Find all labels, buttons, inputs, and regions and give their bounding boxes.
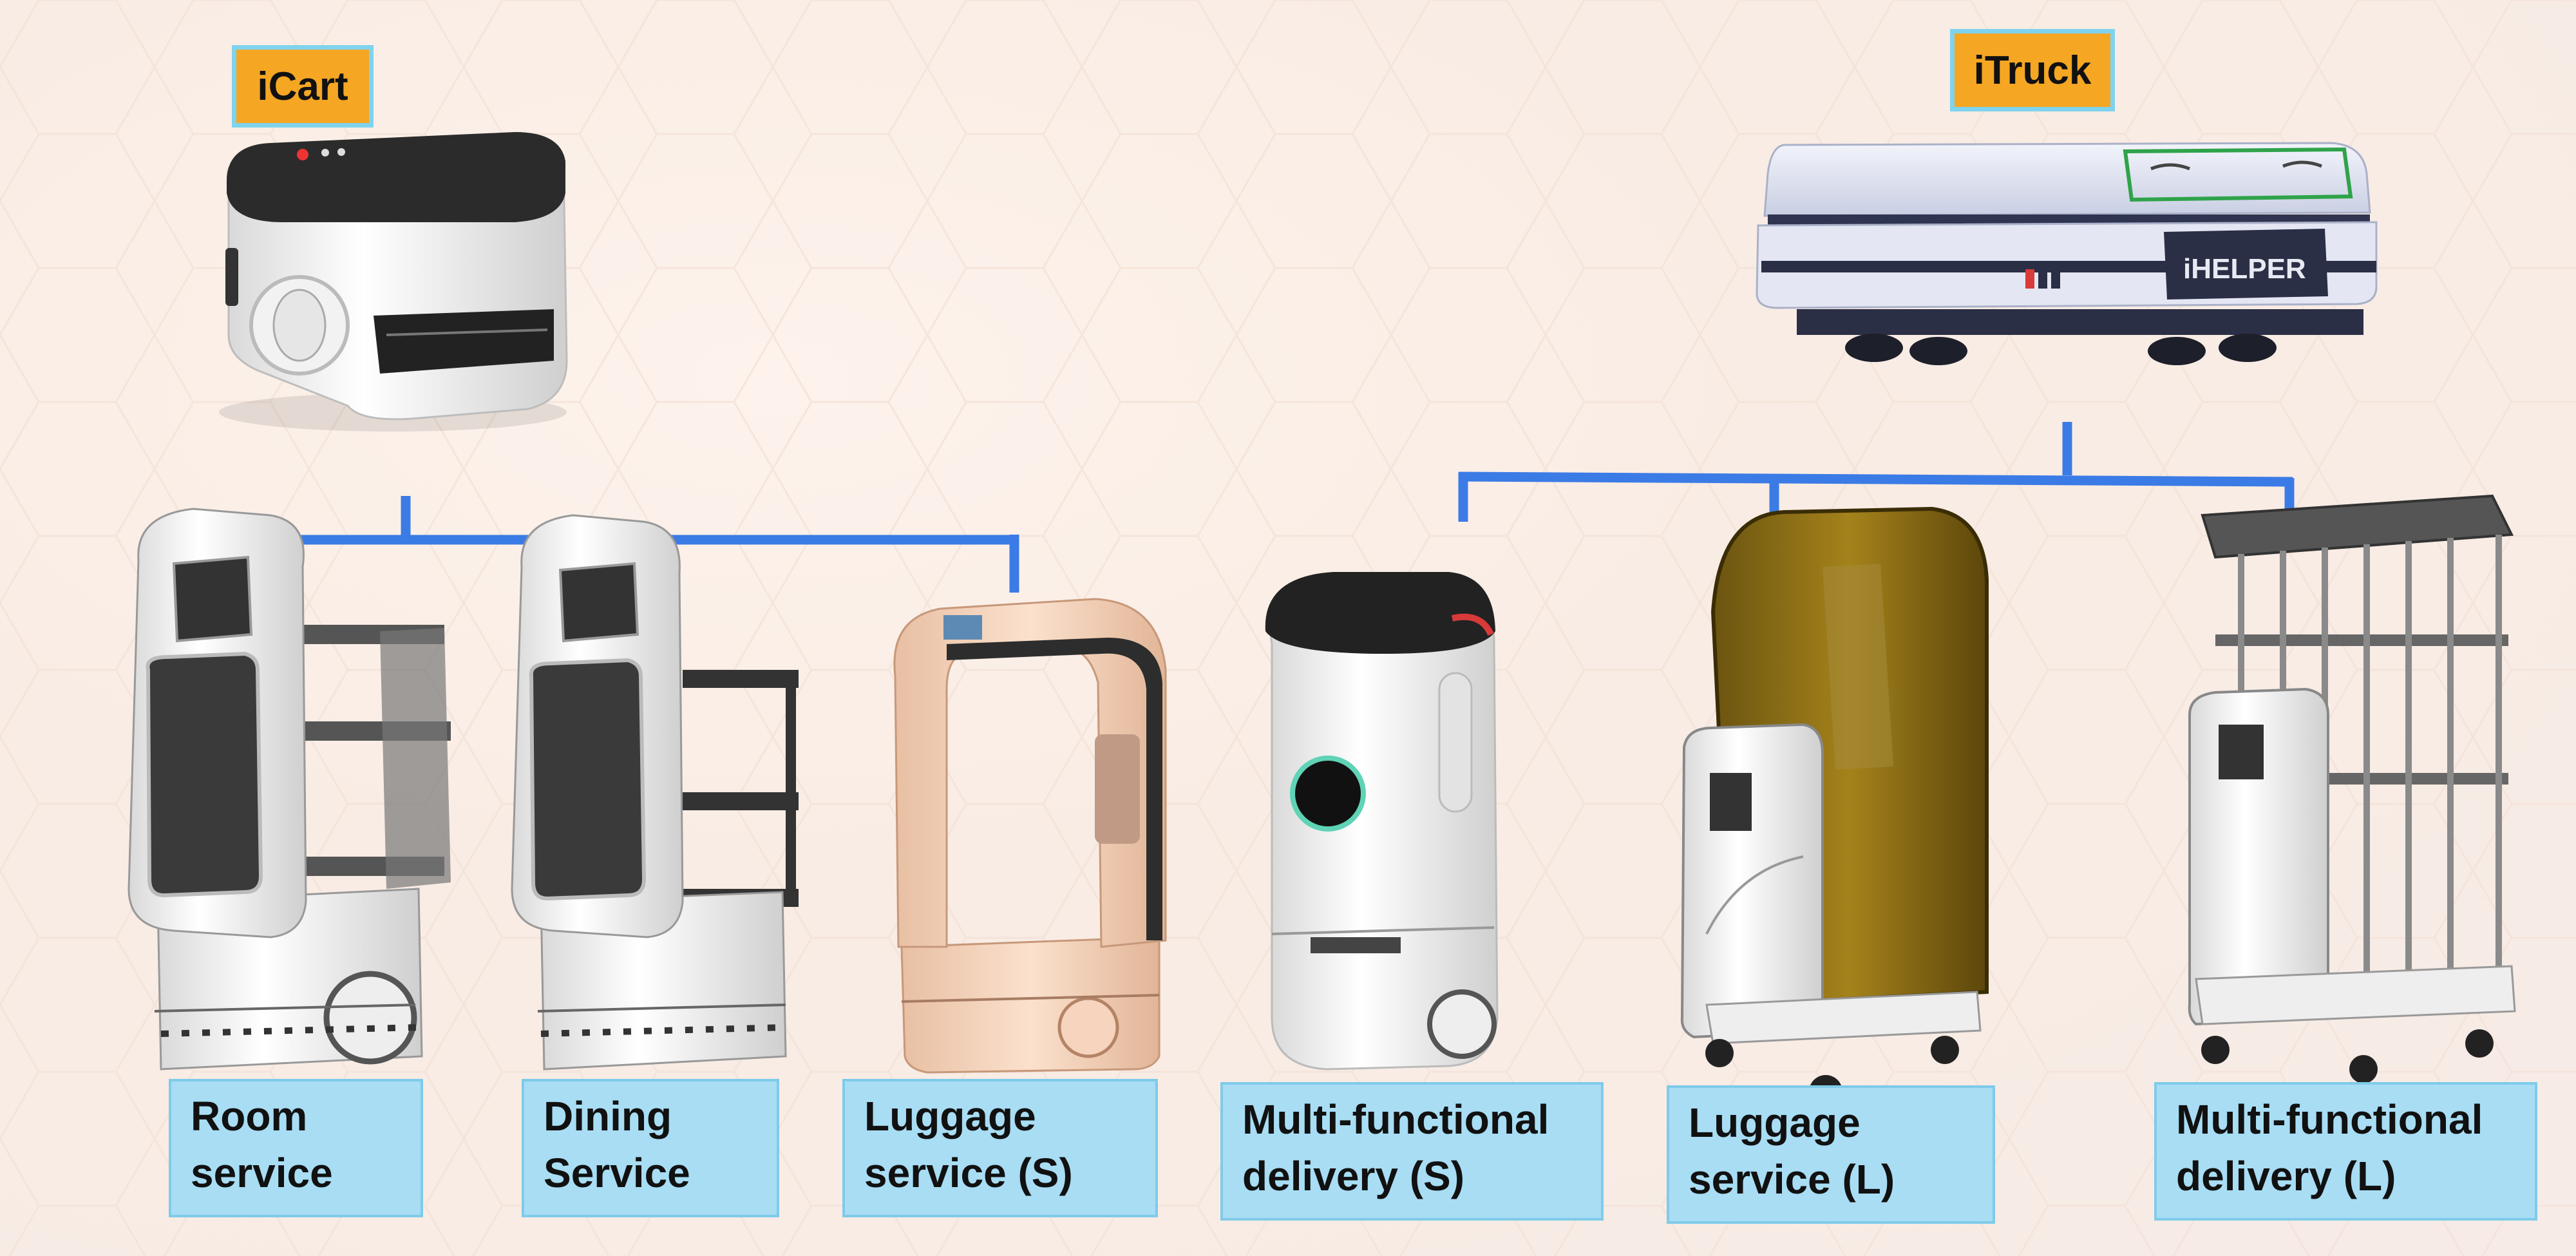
room-service-label: Room service [169,1079,423,1217]
luggage-service-s-label: Luggage service (S) [842,1079,1158,1217]
luggage-service-l-label: Luggage service (L) [1667,1085,1995,1224]
ihelper-logo-text: iHELPER [2183,253,2306,285]
room-service-robot-image [128,508,451,1070]
icart-tag-label: iCart [257,64,348,109]
luggage-service-l-robot-image [1680,506,1989,1109]
multi-functional-delivery-s-robot-image [1265,572,1499,1070]
icart-tag: iCart [232,45,374,128]
itruck-robot-image: iHELPER [1756,142,2378,365]
dining-service-robot-image [511,514,799,1070]
itruck-tag-label: iTruck [1973,48,2092,93]
multi-functional-delivery-l-robot-image [2188,494,2516,1083]
multi-functional-delivery-s-label: Multi-functional delivery (S) [1220,1082,1604,1221]
icart-robot-image [219,132,568,432]
luggage-service-s-robot-image [893,598,1167,1074]
multi-functional-delivery-l-label: Multi-functional delivery (L) [2154,1082,2537,1221]
dining-service-label: Dining Service [522,1079,779,1217]
itruck-tag: iTruck [1950,29,2115,111]
